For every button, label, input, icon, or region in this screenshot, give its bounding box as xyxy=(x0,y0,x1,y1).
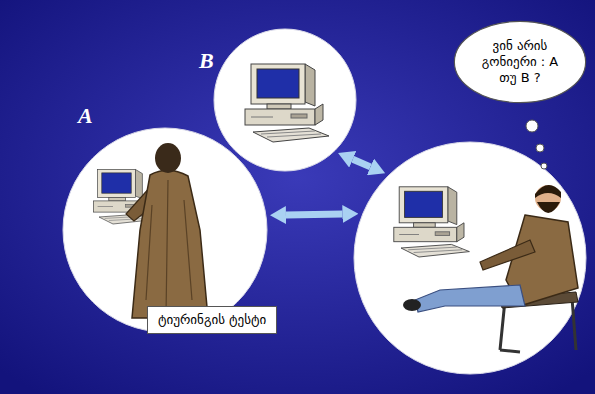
double-arrow xyxy=(353,159,371,167)
computer-b xyxy=(245,64,329,142)
circle-shape xyxy=(354,142,586,374)
thought-text: ვინ არის გონიერი : A თუ B ? xyxy=(478,38,562,87)
sitting-man xyxy=(403,185,578,352)
double-arrow xyxy=(286,211,342,219)
thought-bubble xyxy=(454,21,585,102)
caption-box-text: ტიურინგის ტესტი xyxy=(158,312,266,328)
computer-judge xyxy=(394,187,470,257)
circle-letter: B xyxy=(199,50,214,72)
circle-shape xyxy=(63,128,267,332)
caption-box: ტიურინგის ტესტი xyxy=(147,306,277,334)
thought-dots xyxy=(526,120,547,169)
circle-shape xyxy=(214,29,356,171)
standing-man xyxy=(126,143,208,318)
circle-letter: A xyxy=(78,105,93,127)
